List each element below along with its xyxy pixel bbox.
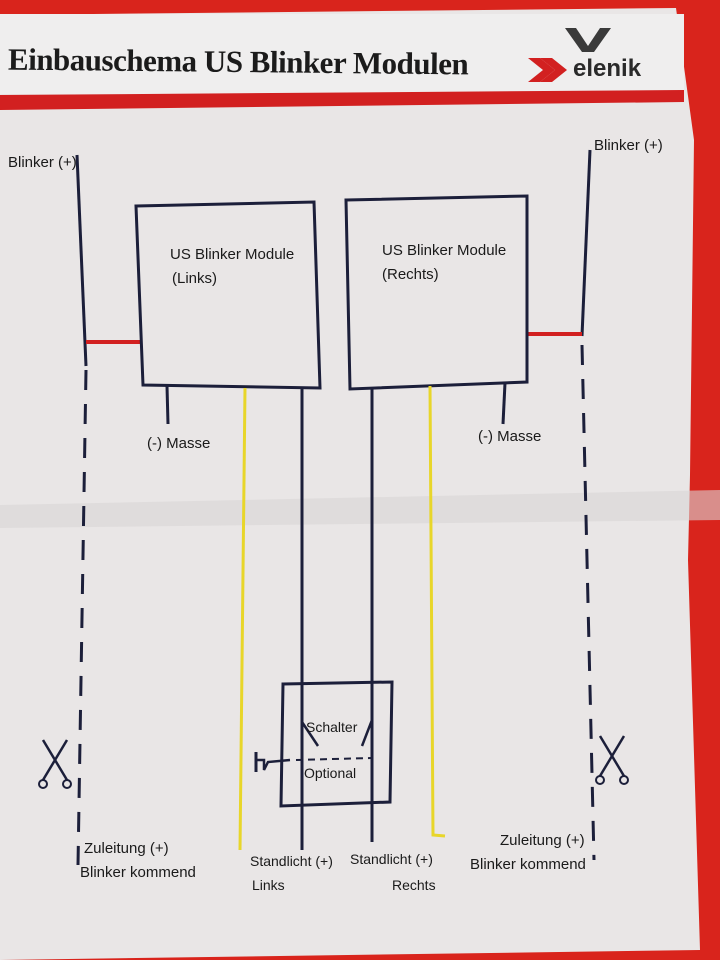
label-masse-left: (-) Masse [147, 435, 211, 452]
wire-blinker-right-dashed [580, 344, 596, 861]
label-switch-title: Schalter [306, 719, 358, 735]
module-right-box [344, 194, 529, 391]
label-standlicht-right-2: Rechts [392, 877, 436, 893]
brand-logo-text: elenik [573, 55, 642, 82]
paper-sheet [0, 8, 700, 960]
module-left-side: (Links) [172, 270, 218, 287]
wire-yellow-left [238, 387, 247, 851]
module-left-box [134, 200, 322, 390]
wire-blinker-left-dashed [76, 369, 88, 866]
label-masse-right: (-) Masse [478, 428, 542, 445]
wire-yellow-right [428, 385, 446, 838]
logo-x-icon [528, 28, 611, 82]
wire-masse-left [165, 385, 170, 425]
label-standlicht-left-2: Links [252, 877, 285, 893]
wire-masse-right [501, 382, 507, 425]
ground-icon [254, 752, 291, 772]
wire-blinker-left-solid [75, 154, 88, 367]
scissors-icon [595, 735, 629, 785]
label-zuleitung-left-2: Blinker kommend [80, 864, 196, 881]
label-standlicht-left-1: Standlicht (+) [250, 853, 333, 869]
label-zuleitung-left-1: Zuleitung (+) [84, 840, 169, 857]
page-title: Einbauschema US Blinker Modulen [7, 41, 469, 82]
module-right-title: US Blinker Module [382, 242, 507, 259]
label-standlicht-right-1: Standlicht (+) [350, 851, 433, 867]
switch-contact-left [300, 721, 320, 747]
label-blinker-left: Blinker (+) [8, 154, 77, 171]
wire-blinker-right-solid [580, 149, 592, 337]
switch-actuator [295, 757, 373, 761]
module-left-title: US Blinker Module [170, 246, 295, 263]
label-blinker-right: Blinker (+) [594, 137, 663, 154]
label-zuleitung-right-2: Blinker kommend [470, 856, 586, 873]
label-switch-optional: Optional [304, 765, 357, 781]
label-zuleitung-right-1: Zuleitung (+) [500, 832, 585, 849]
scissors-icon [38, 739, 72, 789]
switch-box [279, 680, 394, 808]
header-band [0, 14, 684, 94]
switch-contact-right [360, 719, 374, 747]
paper-fold [0, 490, 720, 528]
header-rule [0, 90, 684, 110]
module-right-side: (Rechts) [382, 266, 439, 283]
